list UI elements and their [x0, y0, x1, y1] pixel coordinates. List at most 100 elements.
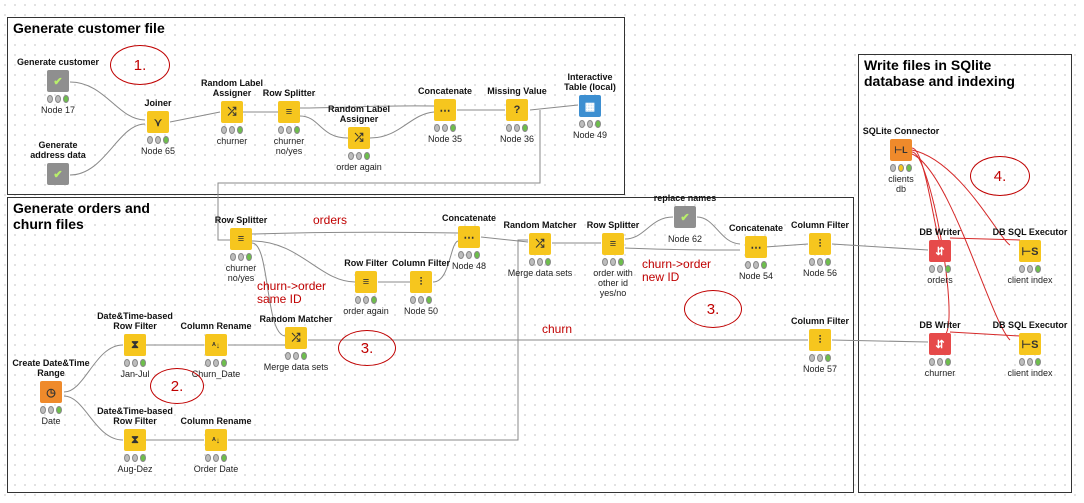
question-mark-icon: ?: [506, 99, 528, 121]
random-matcher-icon: ⤮: [285, 327, 307, 349]
table-creator-icon: ✔: [47, 163, 69, 185]
node-concatenate-54[interactable]: Concatenate ⋯ Node 54: [728, 223, 783, 281]
group-generate-orders: [7, 197, 854, 493]
annotation-churn-order-same-id: churn->order same ID: [257, 279, 327, 306]
table-creator-icon: ✔: [47, 70, 69, 92]
random-matcher-icon: ⤮: [529, 233, 551, 255]
node-row-splitter-2[interactable]: Row Splitter ≡ churner no/yes: [214, 215, 268, 283]
step-circle-2: 2.: [150, 368, 204, 404]
node-status: [230, 253, 252, 261]
column-rename-icon: ᴬ↓: [205, 429, 227, 451]
column-rename-icon: ᴬ↓: [205, 334, 227, 356]
node-create-datetime-range[interactable]: Create Date&Time Range ◷ Date: [12, 358, 90, 426]
node-row-splitter-3[interactable]: Row Splitter ≡ order with other id yes/n…: [586, 220, 640, 298]
node-status: [602, 258, 624, 266]
node-column-rename-2[interactable]: Column Rename ᴬ↓ Order Date: [180, 416, 252, 474]
node-status: [579, 120, 601, 128]
node-status: [1019, 358, 1041, 366]
row-splitter-icon: ≡: [602, 233, 624, 255]
node-random-matcher-2[interactable]: Random Matcher ⤮ Merge data sets: [259, 314, 333, 372]
node-concatenate-1[interactable]: Concatenate ⋯ Node 35: [417, 86, 472, 144]
node-joiner[interactable]: Joiner ⋎ Node 65: [140, 98, 176, 156]
column-filter-icon: ⫶: [410, 271, 432, 293]
node-status: [124, 454, 146, 462]
joiner-icon: ⋎: [147, 111, 169, 133]
node-missing-value[interactable]: Missing Value ? Node 36: [487, 86, 547, 144]
node-datetime-row-filter-2[interactable]: Date&Time-based Row Filter ⧗ Aug-Dez: [97, 406, 173, 474]
node-row-splitter-1[interactable]: Row Splitter ≡ churner no/yes: [262, 88, 316, 156]
row-splitter-icon: ≡: [230, 228, 252, 250]
node-status: [205, 359, 227, 367]
row-filter-icon: ≡: [355, 271, 377, 293]
node-random-label-assigner-1[interactable]: Random Label Assigner ⤮ churner: [200, 78, 263, 146]
concatenate-icon: ⋯: [745, 236, 767, 258]
node-status: [809, 258, 831, 266]
node-db-sql-executor-1[interactable]: DB SQL Executor ⊢S client index: [992, 227, 1068, 285]
node-column-filter-50[interactable]: Column Filter ⫶ Node 50: [392, 258, 450, 316]
node-status: [124, 359, 146, 367]
shuffle-icon: ⤮: [221, 101, 243, 123]
node-concatenate-48[interactable]: Concatenate ⋯ Node 48: [441, 213, 496, 271]
node-row-filter[interactable]: Row Filter ≡ order again: [343, 258, 389, 316]
node-random-matcher-1[interactable]: Random Matcher ⤮ Merge data sets: [503, 220, 577, 278]
node-status: [221, 126, 243, 134]
datetime-filter-icon: ⧗: [124, 334, 146, 356]
node-column-filter-57[interactable]: Column Filter ⫶ Node 57: [791, 316, 849, 374]
node-status: [529, 258, 551, 266]
node-column-rename-1[interactable]: Column Rename ᴬ↓ Churn_Date: [180, 321, 252, 379]
node-generate-address[interactable]: Generate address data ✔: [13, 140, 103, 185]
group-title-customer: Generate customer file: [13, 20, 165, 36]
node-status: [458, 251, 480, 259]
database-connector-icon: ⊢L: [890, 139, 912, 161]
concatenate-icon: ⋯: [434, 99, 456, 121]
step-circle-1: 1.: [110, 45, 170, 85]
group-title-sqlite: Write files in SQlite database and index…: [864, 57, 1015, 89]
node-column-filter-56[interactable]: Column Filter ⫶ Node 56: [791, 220, 849, 278]
step-circle-3b: 3.: [684, 290, 742, 328]
node-status: [355, 296, 377, 304]
node-random-label-assigner-2[interactable]: Random Label Assigner ⤮ order again: [327, 104, 390, 172]
datetime-filter-icon: ⧗: [124, 429, 146, 451]
node-datetime-row-filter-1[interactable]: Date&Time-based Row Filter ⧗ Jan-Jul: [97, 311, 173, 379]
node-status: [47, 95, 69, 103]
node-replace-names[interactable]: replace names ✔ Node 62: [653, 193, 717, 244]
annotation-churn: churn: [542, 322, 573, 336]
node-sqlite-connector[interactable]: SQLite Connector ⊢L clients db: [862, 126, 940, 194]
group-title-orders: Generate orders and churn files: [13, 200, 150, 232]
clock-icon: ◷: [40, 381, 62, 403]
shuffle-icon: ⤮: [348, 127, 370, 149]
column-filter-icon: ⫶: [809, 329, 831, 351]
db-writer-icon: ⇵: [929, 240, 951, 262]
node-db-sql-executor-2[interactable]: DB SQL Executor ⊢S client index: [992, 320, 1068, 378]
node-status: [40, 406, 62, 414]
db-writer-icon: ⇵: [929, 333, 951, 355]
metanode-icon: ✔: [674, 206, 696, 228]
node-status: [278, 126, 300, 134]
step-circle-3a: 3.: [338, 330, 396, 366]
concatenate-icon: ⋯: [458, 226, 480, 248]
node-status: [506, 124, 528, 132]
node-db-writer-orders[interactable]: DB Writer ⇵ orders: [919, 227, 961, 285]
node-interactive-table[interactable]: Interactive Table (local) ▦ Node 49: [564, 72, 616, 140]
node-status: [348, 152, 370, 160]
node-status: [205, 454, 227, 462]
annotation-orders: orders: [313, 213, 348, 227]
group-generate-customer: [7, 17, 625, 195]
annotation-churn-order-new-id: churn->order new ID: [642, 257, 712, 284]
node-status: [745, 261, 767, 269]
step-circle-4: 4.: [970, 156, 1030, 196]
node-status: [929, 265, 951, 273]
node-status: [809, 354, 831, 362]
node-status: [147, 136, 169, 144]
node-status: [929, 358, 951, 366]
row-splitter-icon: ≡: [278, 101, 300, 123]
node-status: [410, 296, 432, 304]
column-filter-icon: ⫶: [809, 233, 831, 255]
node-generate-customer[interactable]: Generate customer ✔ Node 17: [16, 57, 100, 115]
node-db-writer-churner[interactable]: DB Writer ⇵ churner: [919, 320, 961, 378]
node-status: [1019, 265, 1041, 273]
table-view-icon: ▦: [579, 95, 601, 117]
node-status: [434, 124, 456, 132]
node-status: [285, 352, 307, 360]
